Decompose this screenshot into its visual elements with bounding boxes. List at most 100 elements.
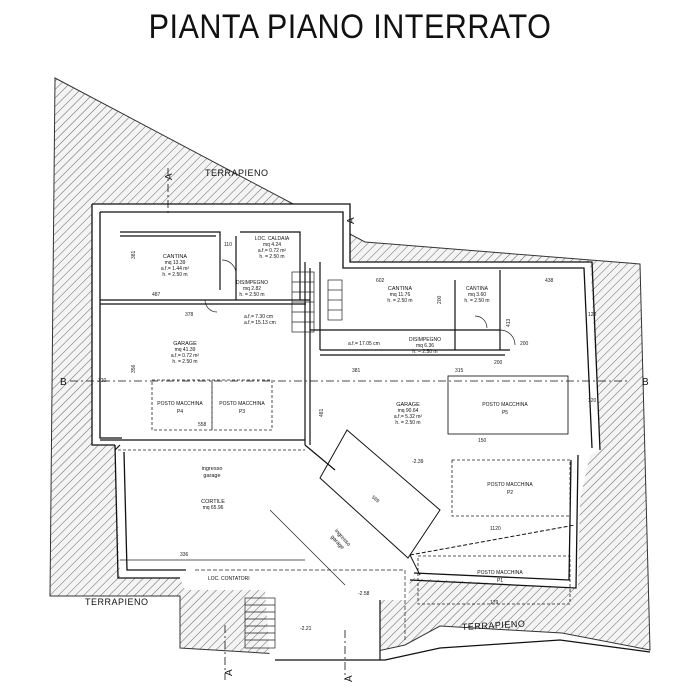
terrapieno-label-bottom: TERRAPIENO bbox=[462, 619, 526, 632]
dim-589: 589 bbox=[370, 495, 380, 505]
dim-120b: 120 bbox=[588, 312, 597, 318]
svg-text:POSTO MACCHINA: POSTO MACCHINA bbox=[487, 482, 533, 488]
dim-413: 413 bbox=[506, 318, 512, 327]
room-name: GARAGE bbox=[173, 341, 197, 347]
dim-602: 602 bbox=[376, 278, 385, 284]
room-aero: a.f.= 5.32 m² bbox=[394, 414, 423, 420]
room-area: mq 6.36 bbox=[416, 343, 434, 349]
room-area: mq 90.64 bbox=[398, 408, 419, 414]
section-marker-a-bottom-left: A bbox=[224, 669, 235, 676]
dim-487: 487 bbox=[152, 292, 161, 298]
section-marker-a-top-left: A bbox=[164, 173, 175, 180]
room-cantina-3: CANTINA mq 3.60 h. = 2.50 m bbox=[464, 286, 489, 304]
room-aero: a.f.= 1.44 m² bbox=[161, 266, 190, 272]
page-title: PIANTA PIANO INTERRATO bbox=[148, 8, 552, 46]
section-marker-a-top-right: A bbox=[346, 217, 357, 224]
parking-label-p3: POSTO MACCHINA P3 bbox=[219, 401, 265, 415]
room-name: DISIMPEGNO bbox=[236, 280, 268, 286]
svg-text:P1: P1 bbox=[497, 578, 503, 584]
room-ingresso-line1: ingresso bbox=[202, 466, 223, 472]
dim-336: 336 bbox=[180, 552, 189, 558]
room-cantina-2: CANTINA mq 11.76 h. = 2.50 m bbox=[387, 286, 412, 304]
dim-558: 558 bbox=[198, 422, 207, 428]
door-swings bbox=[204, 259, 516, 346]
room-disimpegno-1: DISIMPEGNO mq 2.82 h. = 2.50 m bbox=[236, 280, 268, 298]
level-mark-3: -2.39 bbox=[412, 459, 424, 465]
dim-356: 356 bbox=[131, 364, 137, 373]
vent-note-1: a.f.= 7.30 cm bbox=[244, 314, 273, 320]
level-mark-1: -2.58 bbox=[358, 591, 370, 597]
dim-438: 438 bbox=[545, 278, 554, 284]
parking-label-p4: POSTO MACCHINA P4 bbox=[157, 401, 203, 415]
vent-note-2: a.f.= 15.13 cm bbox=[244, 320, 276, 326]
room-area: mq 41.39 bbox=[175, 347, 196, 353]
svg-text:P3: P3 bbox=[239, 409, 245, 415]
room-name: LOC. CALDAIA bbox=[255, 236, 290, 242]
svg-text:P5: P5 bbox=[502, 410, 508, 416]
room-disimpegno-2: DISIMPEGNO mq 6.36 h. = 2.50 m bbox=[409, 337, 441, 355]
room-area: mq 2.82 bbox=[243, 286, 261, 292]
room-cantina-1: CANTINA mq 13.39 a.f.= 1.44 m² h. = 2.50… bbox=[161, 254, 190, 278]
svg-text:POSTO MACCHINA: POSTO MACCHINA bbox=[157, 401, 203, 407]
room-cortile: CORTILE mq 65.96 bbox=[201, 499, 225, 511]
svg-text:P4: P4 bbox=[177, 409, 183, 415]
dim-481: 481 bbox=[319, 408, 325, 417]
vent-note-3: a.f.= 17.05 cm bbox=[348, 341, 380, 347]
parking-label-p1: POSTO MACCHINA P1 bbox=[477, 570, 523, 584]
room-height: h. = 2.50 m bbox=[412, 349, 437, 355]
courtyard-lines bbox=[118, 449, 406, 640]
room-loc-contatori: LOC. CONTATORI bbox=[208, 576, 250, 582]
room-garage-2: GARAGE mq 90.64 a.f.= 5.32 m² h. = 2.50 … bbox=[394, 402, 423, 426]
room-name: DISIMPEGNO bbox=[409, 337, 441, 343]
dim-200b: 200 bbox=[494, 360, 503, 366]
section-markers: B B A A A A bbox=[60, 173, 649, 682]
room-name: CANTINA bbox=[466, 286, 489, 292]
room-name: CANTINA bbox=[388, 286, 412, 292]
dim-150: 150 bbox=[478, 438, 487, 444]
dim-110: 110 bbox=[224, 242, 232, 248]
section-marker-b-left: B bbox=[60, 377, 67, 388]
room-name: CANTINA bbox=[163, 254, 187, 260]
dim-378: 378 bbox=[185, 312, 194, 318]
room-area: mq 3.60 bbox=[468, 292, 486, 298]
dim-120a: 120 bbox=[98, 378, 107, 384]
stairs bbox=[244, 271, 343, 649]
room-aero: a.f.= 0.72 m² bbox=[171, 353, 200, 359]
room-name: GARAGE bbox=[396, 402, 420, 408]
parking-outline-p5 bbox=[447, 375, 569, 435]
terrapieno-label-left: TERRAPIENO bbox=[85, 597, 149, 607]
dim-1120: 1120 bbox=[490, 526, 501, 532]
dim-379: 381 bbox=[352, 368, 361, 374]
room-height: h. = 2.50 m bbox=[387, 298, 412, 304]
svg-text:POSTO MACCHINA: POSTO MACCHINA bbox=[477, 570, 523, 576]
room-height: h. = 2.50 m bbox=[172, 359, 197, 365]
parking-outlines bbox=[151, 379, 571, 605]
parking-label-p5: POSTO MACCHINA P5 bbox=[482, 402, 528, 416]
room-height: h. = 2.50 m bbox=[239, 292, 264, 298]
parking-label-p2: POSTO MACCHINA P2 bbox=[487, 482, 533, 496]
terrapieno-label-top: TERRAPIENO bbox=[205, 168, 269, 178]
room-ingresso: ingresso garage bbox=[202, 466, 223, 479]
room-height: h. = 2.50 m bbox=[162, 272, 187, 278]
room-height: h. = 2.50 m bbox=[395, 420, 420, 426]
room-area: mq 13.39 bbox=[165, 260, 186, 266]
room-garage-1: GARAGE mq 41.39 a.f.= 0.72 m² h. = 2.50 … bbox=[171, 341, 200, 365]
section-lines bbox=[70, 168, 630, 680]
room-aero: a.f.= 0.72 m² bbox=[258, 248, 287, 254]
dim-179: 179 bbox=[490, 600, 499, 606]
garage-entrance-ramp bbox=[319, 429, 576, 576]
room-ingresso-line2: garage bbox=[203, 473, 220, 479]
dim-200c: 200 bbox=[520, 341, 529, 347]
room-caldaia: LOC. CALDAIA mq 4.24 a.f.= 0.72 m² h. = … bbox=[255, 236, 290, 260]
dim-315: 315 bbox=[455, 368, 464, 374]
outer-walls bbox=[91, 203, 601, 589]
room-height: h. = 2.50 m bbox=[464, 298, 489, 304]
svg-text:P2: P2 bbox=[507, 490, 513, 496]
section-marker-b-right: B bbox=[642, 377, 649, 388]
level-mark-2: -2.21 bbox=[300, 626, 312, 632]
room-name: CORTILE bbox=[201, 499, 225, 505]
svg-text:POSTO MACCHINA: POSTO MACCHINA bbox=[482, 402, 528, 408]
section-marker-a-bottom-right: A bbox=[344, 675, 355, 682]
dim-200a: 200 bbox=[437, 295, 443, 304]
